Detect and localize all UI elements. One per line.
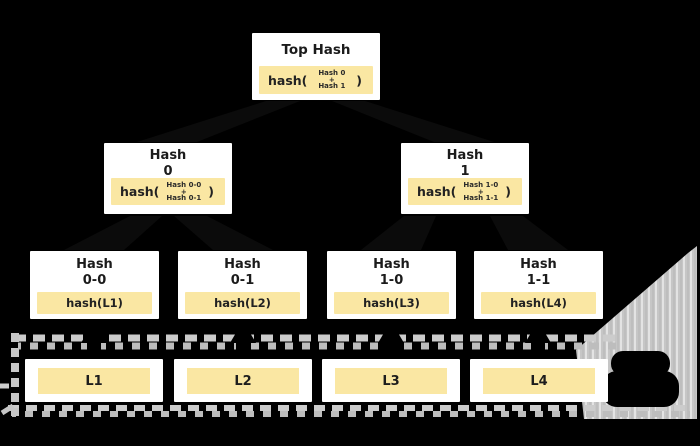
plus-sign: +	[180, 187, 187, 196]
title-line2: 0	[163, 164, 173, 179]
arrow-hash11-to-hash1	[490, 216, 568, 250]
hash-fn-open: hash(	[417, 184, 457, 199]
node-hash-1-function-box: hash( Hash 1-0 + Hash 1-1 )	[408, 178, 522, 205]
title-line2: 0-1	[230, 273, 255, 288]
arrow-hash00-to-hash0	[64, 216, 162, 250]
plus-sign: +	[477, 187, 484, 196]
node-hash-0-title: Hash 0	[104, 148, 232, 180]
node-hash-0-1-title: Hash 0-1	[178, 257, 307, 289]
node-hash-1-0: Hash 1-0 hash(L3)	[327, 251, 456, 319]
plus-sign: +	[328, 76, 335, 84]
hash-arg-bottom: Hash 1-1	[463, 193, 499, 202]
node-hash-0-1-body: hash(L2)	[185, 292, 300, 314]
hash-fn-close: )	[505, 184, 511, 199]
title-line1: Hash	[224, 257, 261, 272]
hash-arg-top: Hash 0	[318, 69, 346, 77]
node-hash-1-0-body: hash(L3)	[334, 292, 449, 314]
title-line1: Hash	[446, 148, 484, 163]
node-hash-0-function-box: hash( Hash 0-0 + Hash 0-1 )	[111, 178, 225, 205]
node-hash-0-0-title: Hash 0-0	[30, 257, 159, 289]
hash-arg-top: Hash 0-0	[166, 180, 202, 189]
arrow-l3-to-hash10	[378, 321, 404, 359]
node-hash-1-title: Hash 1	[401, 148, 529, 180]
arrow-hash1-to-root	[332, 101, 494, 142]
node-hash-1-1-body: hash(L4)	[481, 292, 596, 314]
node-hash-1-0-title: Hash 1-0	[327, 257, 456, 289]
hash-arg-bottom: Hash 1	[318, 82, 346, 90]
data-block-l2-label: L2	[187, 368, 299, 394]
data-blocks-label: Data Blocks	[613, 361, 669, 397]
hash-fn-close: )	[356, 72, 362, 88]
hash-fn-args: Hash 0-0 + Hash 0-1	[166, 180, 202, 202]
node-hash-0: Hash 0 hash( Hash 0-0 + Hash 0-1 )	[104, 143, 232, 214]
data-block-l4-label: L4	[483, 368, 595, 394]
arrow-hash10-to-hash1	[361, 216, 436, 250]
node-top-hash-title: Top Hash	[281, 42, 351, 58]
node-hash-0-0-body: hash(L1)	[37, 292, 152, 314]
hash-fn-open: hash(	[268, 72, 308, 88]
node-hash-0-1: Hash 0-1 hash(L2)	[178, 251, 307, 319]
data-block-l2: L2	[174, 359, 312, 402]
data-blocks-label-blob	[602, 351, 679, 407]
title-line2: 1-1	[526, 273, 551, 288]
hash-fn-args: Hash 0 + Hash 1	[318, 70, 345, 90]
node-hash-0-0: Hash 0-0 hash(L1)	[30, 251, 159, 319]
hash-fn-close: )	[208, 184, 214, 199]
title-line1: Hash	[149, 148, 187, 163]
node-hash-1-1: Hash 1-1 hash(L4)	[474, 251, 603, 319]
tree-arrows	[64, 101, 568, 359]
title-line2: 1-0	[379, 273, 404, 288]
node-hash-1: Hash 1 hash( Hash 1-0 + Hash 1-1 )	[401, 143, 529, 214]
node-top-hash-function-box: hash( Hash 0 + Hash 1 )	[259, 66, 373, 94]
arrow-l4-to-hash11	[525, 321, 551, 359]
data-block-l4: L4	[470, 359, 608, 402]
arrow-l1-to-hash00	[81, 321, 107, 359]
node-top-hash: Top Hash hash( Hash 0 + Hash 1 )	[252, 33, 380, 100]
hash-arg-top: Hash 1-0	[463, 180, 499, 189]
data-block-l1: L1	[25, 359, 163, 402]
data-block-l3: L3	[322, 359, 460, 402]
title-line2: 1	[460, 164, 470, 179]
arrow-hash0-to-root	[137, 101, 300, 142]
hash-arg-bottom: Hash 0-1	[166, 193, 202, 202]
hash-fn-open: hash(	[120, 184, 160, 199]
hash-fn-args: Hash 1-0 + Hash 1-1	[463, 180, 499, 202]
arrow-l2-to-hash01	[230, 321, 256, 359]
title-line2: 0-0	[82, 273, 107, 288]
arrow-hash01-to-hash0	[174, 216, 273, 250]
data-block-l3-label: L3	[335, 368, 447, 394]
data-block-l1-label: L1	[38, 368, 150, 394]
title-line1: Hash	[76, 257, 113, 272]
data-blocks-dashed-border	[0, 333, 690, 417]
title-line1: Hash	[520, 257, 557, 272]
node-hash-1-1-title: Hash 1-1	[474, 257, 603, 289]
title-line1: Hash	[373, 257, 410, 272]
